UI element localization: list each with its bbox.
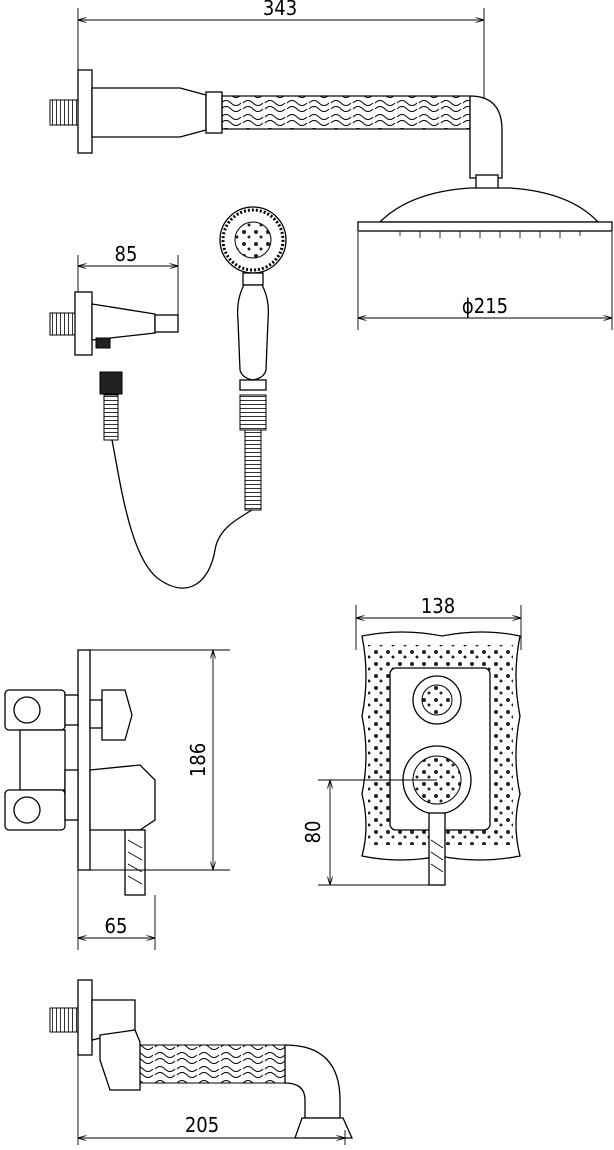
dimension-label-138: 138	[421, 594, 455, 618]
hand-shower	[99, 206, 287, 589]
shower-arm-assembly: 343 ϕ215	[49, 0, 613, 330]
hose	[244, 429, 262, 511]
dimension-label-85: 85	[115, 242, 138, 266]
dimension-label-205: 205	[185, 1113, 219, 1137]
dimension-label-diameter-215: ϕ215	[462, 294, 508, 318]
bath-spout: 205	[49, 979, 354, 1145]
decorated-pipe	[221, 95, 471, 130]
dimension-label-343: 343	[263, 0, 297, 20]
valve-side-view: 186 65	[4, 649, 230, 950]
shower-head-dome	[378, 187, 600, 223]
dimension-label-80: 80	[301, 821, 325, 844]
dimension-label-186: 186	[186, 743, 210, 777]
valve-front-view: 138 80	[301, 594, 522, 886]
threaded-connector	[49, 99, 79, 126]
wall-flange	[77, 69, 93, 154]
dimension-label-65: 65	[105, 914, 128, 938]
hand-shower-holder: 85	[49, 242, 179, 356]
shower-head-rim	[357, 221, 613, 232]
